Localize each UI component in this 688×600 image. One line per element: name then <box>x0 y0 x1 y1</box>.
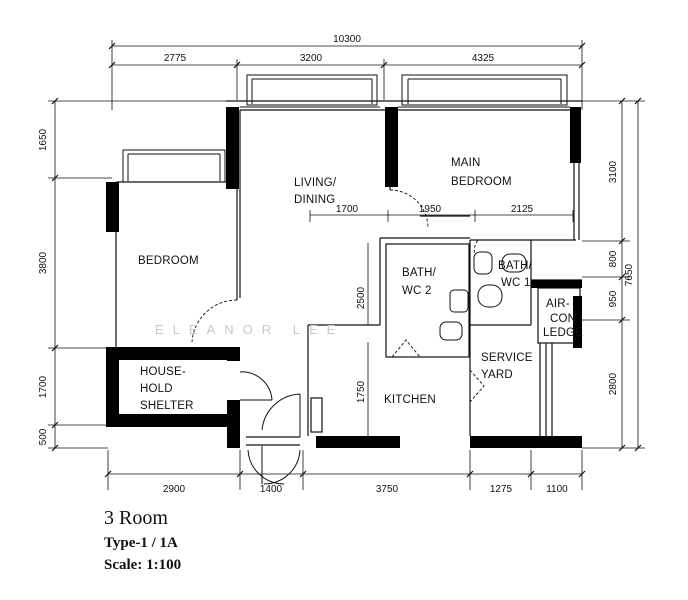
floor-plan: 10300 2775 3200 4325 1700 1950 2125 2900… <box>38 34 645 495</box>
dimension-ticks <box>51 42 642 478</box>
dim-kitchen-height: 1750 <box>356 380 367 403</box>
dim-top-1: 2775 <box>164 53 187 64</box>
room-bedroom: BEDROOM <box>138 255 199 267</box>
dim-top-2: 3200 <box>300 53 323 64</box>
dim-total-height: 7650 <box>624 263 635 286</box>
bay-windows <box>122 74 570 183</box>
dim-left-2: 3800 <box>38 251 49 274</box>
door-swings <box>191 189 485 403</box>
room-living-line2: DINING <box>294 194 335 206</box>
dim-right-1: 3100 <box>608 160 619 183</box>
room-main-bedroom-line2: BEDROOM <box>451 176 512 188</box>
room-service-yard-line2: YARD <box>481 369 513 381</box>
room-kitchen: KITCHEN <box>384 394 436 406</box>
dim-bottom-1: 2900 <box>163 484 186 495</box>
structural-walls <box>106 107 582 448</box>
room-bath2-line2: WC 2 <box>402 285 432 297</box>
room-living-line1: LIVING/ <box>294 177 337 189</box>
room-aircon-line3: LEDGE <box>543 327 583 339</box>
dim-right-3: 950 <box>608 290 619 307</box>
legend-scale: Scale: 1:100 <box>104 557 182 573</box>
dim-total-width: 10300 <box>333 34 361 45</box>
dim-bottom-5: 1100 <box>546 484 568 495</box>
dim-right-4: 2800 <box>608 372 619 395</box>
room-aircon-line1: AIR- <box>546 298 570 310</box>
room-shelter-line2: HOLD <box>140 383 173 395</box>
watermark: ELEANOR LEE <box>155 322 344 337</box>
legend-title: 3 Room <box>104 507 168 529</box>
room-bath1-line1: BATH/ <box>498 260 533 272</box>
legend-type: Type-1 / 1A <box>104 535 178 551</box>
plan-legend: 3 Room Type-1 / 1A Scale: 1:100 <box>104 504 181 576</box>
dim-inner-2: 1950 <box>419 204 442 215</box>
room-main-bedroom-line1: MAIN <box>451 157 481 169</box>
dim-inner-1: 1700 <box>336 204 359 215</box>
dim-bottom-3: 3750 <box>376 484 399 495</box>
room-bath1-line2: WC 1 <box>501 277 531 289</box>
room-bath2-line1: BATH/ <box>402 267 437 279</box>
bathroom-fixtures <box>439 251 527 341</box>
room-aircon-line2: CON <box>550 313 576 325</box>
dim-bottom-4: 1275 <box>490 484 513 495</box>
dim-right-2: 800 <box>608 250 619 267</box>
room-shelter-line3: SHELTER <box>140 400 194 412</box>
room-shelter-line1: HOUSE- <box>140 366 186 378</box>
entrance-door <box>239 371 301 485</box>
dim-left-3: 1700 <box>38 375 49 398</box>
partition-walls <box>115 100 582 446</box>
dim-bath2-height: 2500 <box>356 286 367 309</box>
dim-left-4: 500 <box>38 428 49 445</box>
room-service-yard-line1: SERVICE <box>481 352 533 364</box>
dim-bottom-2: 1400 <box>260 484 283 495</box>
dim-inner-3: 2125 <box>511 204 534 215</box>
dim-left-1: 1650 <box>38 128 49 151</box>
dim-top-3: 4325 <box>472 53 495 64</box>
